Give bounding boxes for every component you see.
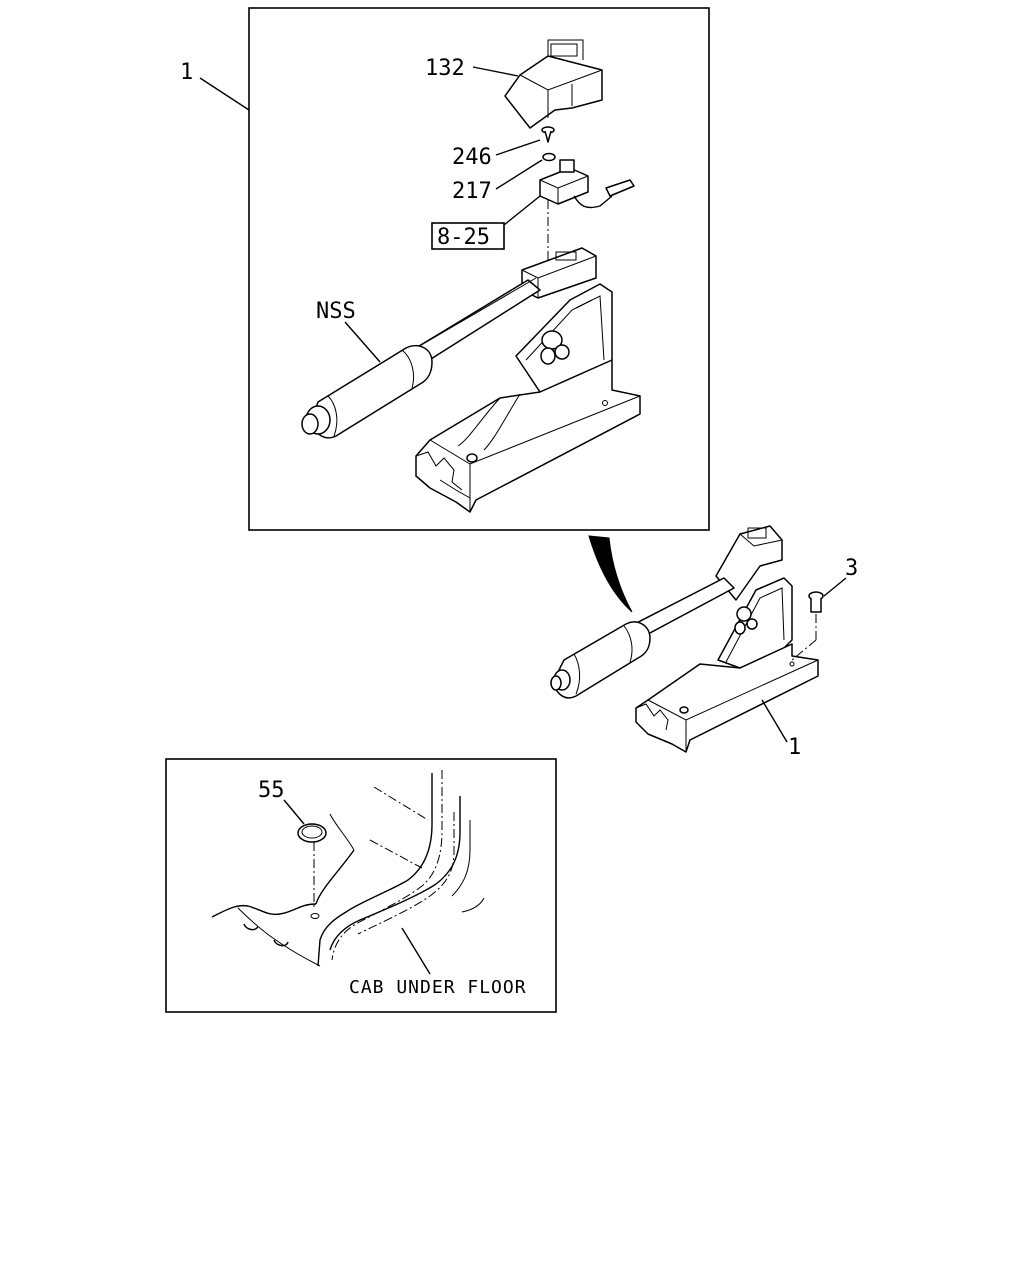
cab-floor-panel [211, 770, 485, 967]
switch-ref-box [431, 222, 505, 250]
callout-bolt: 3 [845, 556, 858, 581]
callout-lever-cover: 132 [425, 56, 465, 81]
washer-part [542, 152, 556, 162]
leader-nss [344, 321, 381, 363]
inset-frame-cab-floor [165, 758, 557, 1013]
callout-assembly-bottom: 1 [788, 735, 801, 760]
leader-screw [495, 139, 541, 156]
bolt-mount-axis-tail [791, 639, 817, 661]
bolt-part [808, 591, 824, 613]
detail-frame-top [248, 7, 710, 531]
grommet-part [297, 823, 327, 843]
callout-switch-ref: 8-25 [437, 225, 490, 250]
parking-brake-lever-assembly-detail [301, 247, 641, 513]
brake-switch-part [539, 159, 635, 209]
leader-bolt [823, 577, 847, 597]
leader-lever-cover [472, 66, 519, 77]
leader-switch-ref [503, 191, 546, 226]
callout-assembly-top: 1 [180, 60, 193, 85]
leader-cab-floor [401, 927, 431, 975]
assembly-direction-arrow [588, 535, 633, 613]
callout-washer: 217 [452, 179, 492, 204]
leader-assembly-top [199, 77, 250, 111]
floor-hole [310, 913, 320, 919]
parking-brake-lever-assembly-installed [550, 525, 819, 753]
callout-screw: 246 [452, 145, 492, 170]
callout-grommet: 55 [258, 778, 285, 803]
callout-nss: NSS [316, 299, 356, 324]
leader-grommet [283, 799, 305, 825]
lever-cover-part [504, 39, 603, 129]
screw-part [541, 126, 555, 143]
leader-assembly-bottom [761, 699, 788, 743]
leader-washer [495, 159, 543, 190]
inset-caption: CAB UNDER FLOOR [349, 977, 527, 998]
